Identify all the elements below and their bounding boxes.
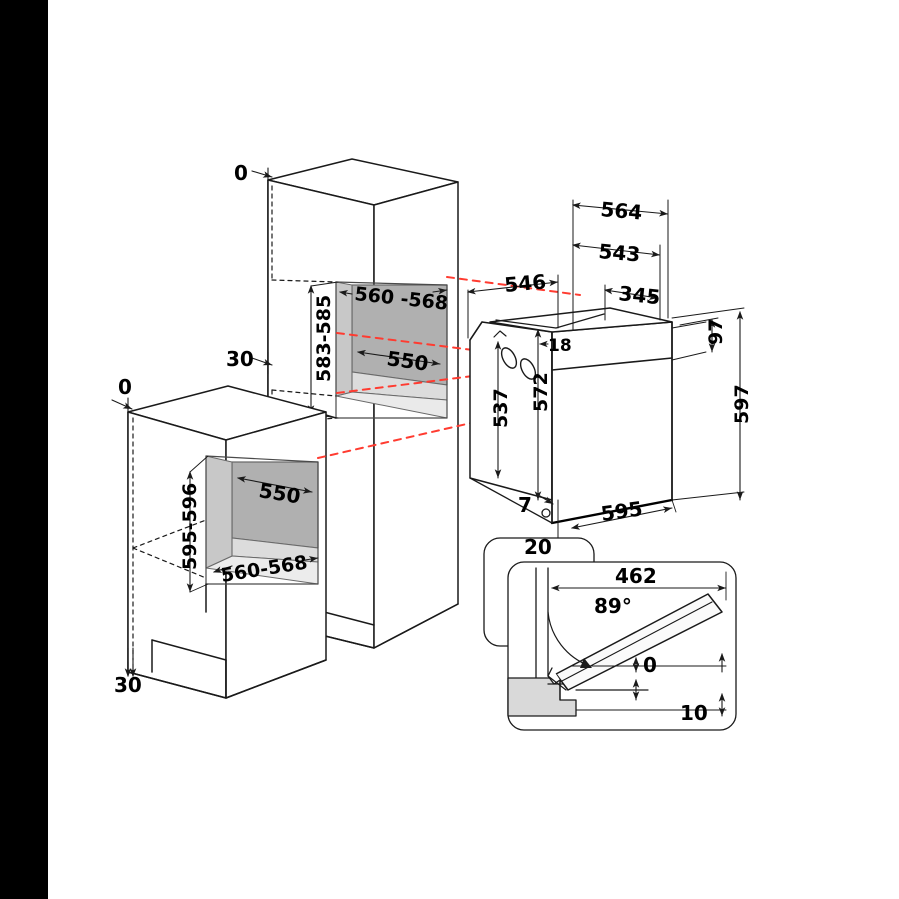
label-dd-ten: 10 — [680, 701, 708, 725]
dim-tc-niche-width — [338, 287, 448, 297]
label-ov-7: 7 — [518, 493, 532, 517]
dim-dd-zero — [571, 652, 727, 673]
label-ov-543: 543 — [598, 239, 642, 267]
dim-dd-ten — [575, 692, 727, 717]
dim-uc-niche-height — [186, 455, 209, 593]
label-uc-niche-height: 595-596 — [179, 483, 201, 570]
label-ov-546: 546 — [503, 269, 547, 297]
label-dd-462: 462 — [615, 564, 657, 588]
label-ov-97: 97 — [705, 319, 727, 345]
label-ov-18: 18 — [548, 336, 572, 356]
dim-uc-niche-width — [212, 556, 319, 573]
label-dd-zero: 0 — [643, 653, 657, 677]
dim-ov-18 — [538, 340, 549, 348]
label-tc-thirty: 30 — [226, 347, 254, 371]
oven-appliance-view — [466, 199, 745, 549]
dim-dd-462 — [550, 571, 727, 601]
dim-tc-zero — [251, 167, 273, 181]
label-uc-zero: 0 — [118, 375, 132, 399]
label-tc-zero: 0 — [234, 161, 248, 185]
dim-uc-niche-depth — [236, 476, 313, 494]
label-ov-597: 597 — [731, 384, 753, 424]
dim-ov-564 — [571, 199, 669, 331]
dim-ov-97 — [671, 317, 719, 361]
dim-ov-7 — [539, 495, 554, 505]
label-ov-572: 572 — [530, 372, 552, 412]
label-ov-564: 564 — [600, 197, 644, 225]
label-uc-thirty: 30 — [114, 673, 142, 697]
left-black-margin-bar — [0, 0, 48, 899]
label-ov-537: 537 — [490, 388, 512, 428]
dim-uc-thirty — [124, 647, 137, 678]
dim-tc-niche-depth — [356, 349, 441, 366]
dim-ov-345 — [603, 284, 659, 321]
dim-ov-546 — [466, 274, 559, 339]
label-ov-345: 345 — [617, 281, 661, 309]
dim-ov-597 — [671, 307, 745, 501]
label-dd-angle: 89° — [594, 594, 632, 618]
label-tc-niche-depth: 550 — [385, 346, 430, 376]
under-counter-cabinet-view — [111, 385, 327, 699]
label-ov-20: 20 — [524, 535, 552, 559]
label-ov-595: 595 — [599, 496, 644, 526]
door-detail-view — [483, 537, 737, 731]
dim-uc-zero — [111, 397, 133, 413]
dim-ov-595 — [570, 499, 677, 530]
label-tc-niche-height: 583-585 — [313, 295, 335, 382]
dim-ov-543 — [571, 242, 661, 321]
dim-dd-mid — [575, 678, 649, 701]
dim-tc-thirty — [251, 351, 273, 375]
